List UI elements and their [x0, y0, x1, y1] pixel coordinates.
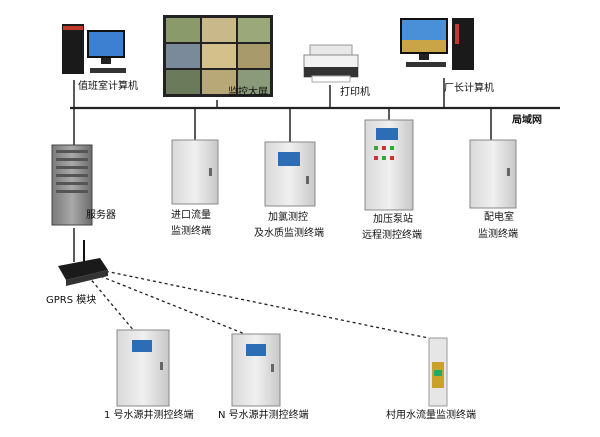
power-room-label-2: 监测终端: [478, 229, 518, 240]
lan-label: 局域网: [512, 115, 542, 126]
director-computer-icon: [400, 18, 474, 70]
duty-room-computer-icon: [62, 24, 126, 74]
chlorine-label-2: 及水质监测终端: [254, 228, 324, 239]
monitor-wall-icon: [163, 15, 273, 97]
inlet-flow-label-1: 进口流量: [171, 210, 211, 221]
printer-label: 打印机: [340, 87, 370, 98]
monitor-wall-label: 监控大屏: [228, 87, 268, 98]
chlorine-label-1: 加氯测控: [268, 212, 308, 223]
booster-cabinet-icon: [364, 119, 414, 211]
well-1-label: 1 号水源井测控终端: [104, 410, 194, 421]
server-label: 服务器: [86, 210, 116, 221]
power-room-cabinet-icon: [469, 139, 517, 209]
chlorine-cabinet-icon: [264, 141, 316, 207]
well-n-label: N 号水源井测控终端: [218, 410, 309, 421]
well-1-cabinet-icon: [116, 329, 170, 407]
booster-label-2: 远程测控终端: [362, 230, 422, 241]
server-icon: [51, 144, 93, 226]
printer-icon: [303, 44, 359, 83]
well-n-cabinet-icon: [231, 333, 281, 407]
power-room-label-1: 配电室: [484, 212, 514, 223]
director-computer-label: 厂长计算机: [444, 83, 494, 94]
village-flow-meter-icon: [428, 337, 448, 407]
duty-room-computer-label: 值班室计算机: [78, 81, 138, 92]
village-flow-label: 村用水流量监测终端: [386, 410, 476, 421]
gprs-label: GPRS 模块: [46, 295, 97, 306]
gprs-link-welln: [94, 273, 256, 339]
gprs-link-well1: [87, 275, 141, 339]
inlet-flow-cabinet-icon: [171, 139, 219, 205]
inlet-flow-label-2: 监测终端: [171, 226, 211, 237]
booster-label-1: 加压泵站: [373, 214, 413, 225]
gprs-module-icon: [58, 240, 108, 286]
